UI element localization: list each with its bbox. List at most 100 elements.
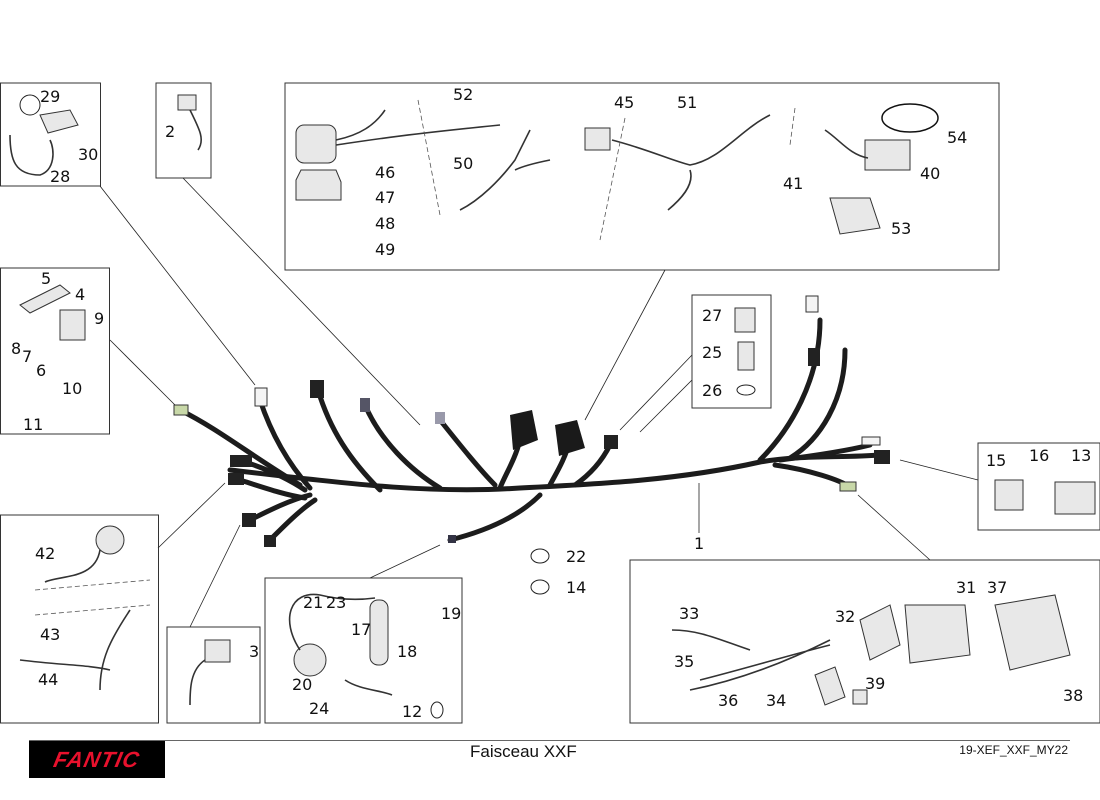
callout-28: 28: [50, 167, 70, 186]
callout-18: 18: [397, 642, 417, 661]
callout-arrows: [99, 177, 979, 628]
box-temp-sensor: [691, 294, 772, 409]
brand-text: FANTIC: [51, 746, 143, 772]
callout-12: 12: [402, 702, 422, 721]
part-27: [734, 307, 756, 333]
callout-27: 27: [702, 306, 722, 325]
bracket-34: [814, 666, 846, 706]
spark-cap-17: [369, 599, 389, 666]
callout-36: 36: [718, 691, 738, 710]
callout-3: 3: [249, 642, 259, 661]
callout-48: 48: [375, 214, 395, 233]
module-45: [584, 127, 611, 151]
callout-16: 16: [1029, 446, 1049, 465]
callout-17: 17: [351, 620, 371, 639]
callout-23: 23: [326, 593, 346, 612]
callout-35: 35: [674, 652, 694, 671]
connector: [310, 380, 324, 398]
bracket-53: [829, 197, 881, 235]
connector: [805, 295, 819, 313]
callout-32: 32: [835, 607, 855, 626]
relay-13: [1054, 481, 1096, 515]
box-starter-relay: [0, 267, 110, 435]
box-battery-ecu: [629, 559, 1100, 724]
callout-8: 8: [11, 339, 21, 358]
callout-7: 7: [22, 347, 32, 366]
switch-2: [177, 94, 197, 111]
callout-47: 47: [375, 188, 395, 207]
o-ring-54: [881, 103, 939, 133]
pickup-42: [95, 525, 125, 555]
box-sensor-29: [0, 82, 101, 187]
callout-6: 6: [36, 361, 46, 380]
connector-boot: [510, 410, 538, 450]
callout-20: 20: [292, 675, 312, 694]
connector-boot: [555, 420, 585, 456]
callout-52: 52: [453, 85, 473, 104]
callout-44: 44: [38, 670, 58, 689]
callout-24: 24: [309, 699, 329, 718]
ignition-coil-20: [293, 643, 327, 677]
fantic-logo: FANTIC: [29, 741, 165, 778]
callout-29: 29: [40, 87, 60, 106]
connector: [254, 387, 268, 407]
relay-15: [994, 479, 1024, 511]
callout-33: 33: [679, 604, 699, 623]
callout-5: 5: [41, 269, 51, 288]
callout-37: 37: [987, 578, 1007, 597]
callout-51: 51: [677, 93, 697, 112]
clamp-22: [530, 548, 550, 564]
callout-14: 14: [566, 578, 586, 597]
box-dashboard-harness: [284, 82, 1000, 271]
callout-10: 10: [62, 379, 82, 398]
callout-54: 54: [947, 128, 967, 147]
ecu-37: [994, 594, 1071, 671]
callout-50: 50: [453, 154, 473, 173]
callout-41: 41: [783, 174, 803, 193]
callout-49: 49: [375, 240, 395, 259]
dashboard-cover: [295, 169, 342, 201]
box-pickup-42: [0, 514, 159, 724]
callout-38: 38: [1063, 686, 1083, 705]
callout-31: 31: [956, 578, 976, 597]
battery-31: [904, 604, 971, 664]
connector: [839, 481, 857, 492]
callout-9: 9: [94, 309, 104, 328]
footer-divider: [29, 740, 1070, 741]
callout-2: 2: [165, 122, 175, 141]
callout-45: 45: [614, 93, 634, 112]
diagram-title: Faisceau XXF: [470, 742, 577, 761]
callout-39: 39: [865, 674, 885, 693]
callout-53: 53: [891, 219, 911, 238]
callout-15: 15: [986, 451, 1006, 470]
module-40: [864, 139, 911, 171]
connector: [874, 450, 890, 464]
part-number-labels: 29 30 28 2 52 45 51 46 47 48 49 50 54 40…: [11, 85, 1091, 721]
connector: [264, 535, 276, 547]
callout-25: 25: [702, 343, 722, 362]
callout-4: 4: [75, 285, 85, 304]
callout-34: 34: [766, 691, 786, 710]
connector: [173, 404, 189, 416]
connector: [360, 398, 370, 412]
callout-26: 26: [702, 381, 722, 400]
connector: [861, 436, 881, 446]
battery-cover-32: [859, 604, 901, 661]
connector: [242, 513, 256, 527]
callout-40: 40: [920, 164, 940, 183]
detail-boxes: [0, 82, 1100, 724]
callout-22: 22: [566, 547, 586, 566]
callout-11: 11: [23, 415, 43, 434]
clamp-14: [530, 579, 550, 595]
model-code: 19-XEF_XXF_MY22: [959, 743, 1068, 757]
main-harness: [173, 295, 890, 547]
callout-19: 19: [441, 604, 461, 623]
o-ring: [19, 94, 41, 116]
connector: [448, 535, 456, 543]
callout-30: 30: [78, 145, 98, 164]
connector: [228, 473, 244, 485]
connector: [808, 348, 820, 366]
callout-46: 46: [375, 163, 395, 182]
switch-3: [204, 639, 231, 663]
